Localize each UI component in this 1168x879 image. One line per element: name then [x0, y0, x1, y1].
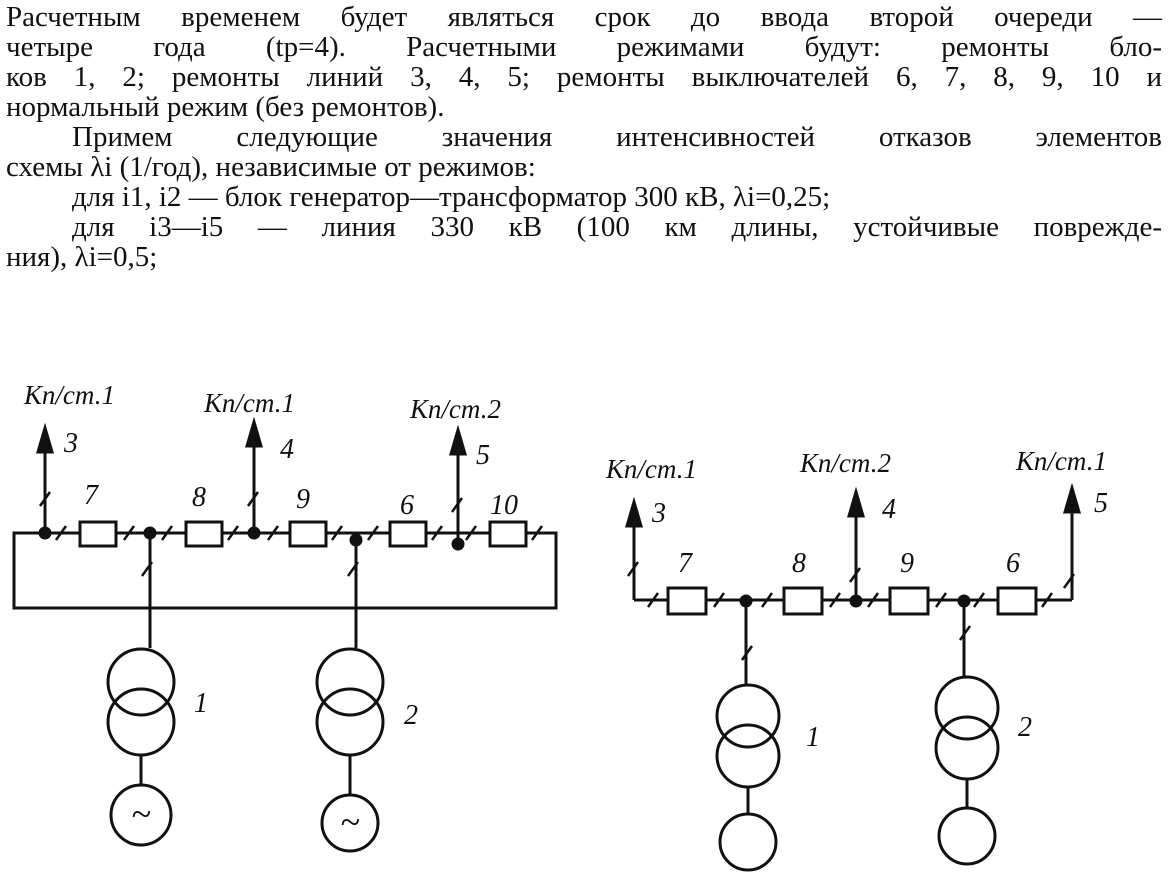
- transformer-2-winding: [315, 687, 385, 757]
- breaker-8-number: 8: [192, 482, 206, 513]
- breaker-7-number: 7: [678, 548, 693, 579]
- diagram-right-labels: Кп/ст.1 Кп/ст.2 Кп/ст.1 3 4 5 7 8 9 6 1 …: [605, 446, 1108, 753]
- breaker-9-number: 9: [296, 484, 310, 515]
- diagram-right: Кп/ст.1 Кп/ст.2 Кп/ст.1 3 4 5 7 8 9 6 1 …: [605, 446, 1108, 872]
- line-3-label: Кп/ст.1: [23, 380, 115, 410]
- block-1-number: 1: [194, 688, 208, 719]
- breaker-8: [184, 520, 224, 548]
- generator-1: [109, 783, 173, 847]
- arrow-icon: [625, 496, 643, 528]
- arrow-icon: [847, 486, 865, 518]
- paragraph-1: Расчетным временем будет являться срок д…: [6, 2, 1162, 122]
- arrow-icon: [36, 422, 54, 454]
- generator-2: [320, 793, 380, 853]
- text-line: ния), λi=0,5;: [6, 241, 158, 273]
- block-2-number: 2: [404, 700, 418, 731]
- transformer-1-winding: [106, 647, 176, 717]
- line-4-number: 4: [882, 494, 896, 525]
- transformer-2-winding: [934, 675, 1000, 741]
- text-line: Примем следующие значения интенсивностей…: [72, 121, 1162, 153]
- block-1-number: 1: [806, 722, 820, 753]
- generator-1-symbol: ~: [131, 794, 150, 834]
- breaker-6-number: 6: [1006, 548, 1020, 579]
- generator-1: [718, 812, 778, 872]
- line-4-number: 4: [280, 434, 294, 465]
- breaker-9-number: 9: [900, 548, 914, 579]
- transformer-2-winding: [934, 715, 1000, 781]
- text-line: четыре года (tр=4). Расчетными режимами …: [6, 31, 1162, 63]
- breaker-6: [388, 520, 428, 548]
- paragraph-3: для i1, i2 — блок генератор—трансформато…: [6, 182, 1162, 212]
- breaker-8: [782, 586, 824, 616]
- line-4-label: Кп/ст.1: [203, 388, 295, 418]
- text-line: для i1, i2 — блок генератор—трансформато…: [72, 181, 831, 213]
- line-3-label: Кп/ст.1: [605, 454, 697, 484]
- line-3-number: 3: [651, 498, 666, 529]
- text-line: Расчетным временем будет являться срок д…: [6, 1, 1162, 33]
- breaker-8-number: 8: [792, 548, 806, 579]
- line-5-number: 5: [1094, 488, 1108, 519]
- ring-bus: [12, 531, 558, 610]
- line-3-number: 3: [63, 428, 78, 459]
- transformer-1-winding: [715, 683, 781, 749]
- transformer-2-winding: [315, 647, 385, 717]
- paragraph-2: Примем следующие значения интенсивностей…: [6, 122, 1162, 182]
- diagram-left: Кп/ст.1 Кп/ст.1 Кп/ст.2 3 4 5 7 8 9 6 10…: [12, 380, 558, 853]
- breaker-9: [888, 586, 930, 616]
- arrow-icon: [1063, 482, 1081, 514]
- breaker-9: [288, 520, 328, 548]
- text-block: Расчетным временем будет являться срок д…: [6, 2, 1162, 272]
- text-line: для i3—i5 — линия 330 кВ (100 км длины, …: [72, 211, 1162, 243]
- breaker-10: [488, 520, 528, 548]
- breaker-7-number: 7: [84, 480, 99, 511]
- arrow-icon: [449, 424, 467, 456]
- transformer-1-winding: [715, 723, 781, 789]
- disconnector-ticks: [38, 491, 544, 577]
- breaker-10-number: 10: [490, 490, 518, 521]
- breaker-6-number: 6: [400, 490, 414, 521]
- diagram-left-labels: Кп/ст.1 Кп/ст.1 Кп/ст.2 3 4 5 7 8 9 6 10…: [23, 380, 518, 842]
- block-2-number: 2: [1018, 712, 1032, 743]
- text-line: нормальный режим (без ремонтов).: [6, 91, 445, 123]
- line-5-number: 5: [476, 440, 490, 471]
- text-line: ков 1, 2; ремонты линий 3, 4, 5; ремонты…: [6, 61, 1162, 93]
- line-5-label: Кп/ст.1: [1015, 446, 1107, 476]
- breaker-6: [996, 586, 1038, 616]
- breaker-7: [666, 586, 708, 616]
- breaker-7: [78, 520, 118, 548]
- paragraph-4: для i3—i5 — линия 330 кВ (100 км длины, …: [6, 212, 1162, 272]
- transformer-1-winding: [106, 687, 176, 757]
- line-5-label: Кп/ст.2: [409, 394, 501, 424]
- arrow-icon: [245, 416, 263, 448]
- text-line: схемы λi (1/год), независимые от режимов…: [6, 151, 536, 183]
- generator-2: [937, 806, 997, 866]
- generator-2-symbol: ~: [340, 802, 359, 842]
- line-4-label: Кп/ст.2: [799, 448, 891, 478]
